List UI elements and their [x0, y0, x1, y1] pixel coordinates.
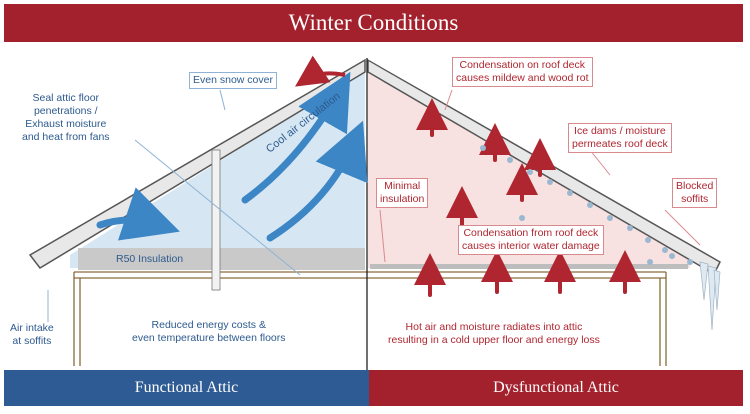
icicles [699, 261, 721, 331]
title-banner: Winter Conditions [4, 4, 743, 42]
cool-air-arrows [96, 71, 368, 242]
reduced-line-2: even temperature between floors [132, 332, 286, 344]
cond-int-line-2: causes interior water damage [462, 240, 600, 252]
functional-attic-label: Functional Attic [134, 379, 239, 396]
condensation-deck-label: Condensation on roof deck causes mildew … [452, 57, 593, 87]
ridge-exhaust-arrow [295, 55, 346, 87]
minimal-line-1: Minimal [384, 180, 421, 192]
seal-line-1: Seal attic floor [32, 92, 100, 104]
minimal-insulation [370, 264, 688, 269]
minimal-insulation-label: Minimal insulation [376, 178, 429, 208]
hot-line-1: Hot air and moisture radiates into attic [405, 321, 583, 333]
reduced-line-1: Reduced energy costs & [151, 319, 266, 331]
seal-line-3: Exhaust moisture [25, 118, 107, 130]
exhaust-pipe [211, 149, 221, 291]
hot-air-arrows [414, 98, 641, 297]
seal-attic-label: Seal attic floor penetrations / Exhaust … [22, 92, 110, 144]
dysfunctional-attic-label: Dysfunctional Attic [493, 379, 619, 396]
minimal-line-2: insulation [380, 193, 425, 205]
snow-cover [29, 54, 721, 260]
dysfunctional-attic-footer: Dysfunctional Attic [369, 370, 743, 406]
condensation-interior-label: Condensation from roof deck causes inter… [458, 225, 604, 255]
blocked-line-2: soffits [681, 193, 709, 205]
cond-int-line-1: Condensation from roof deck [463, 227, 599, 239]
seal-line-4: and heat from fans [22, 131, 110, 143]
page-title: Winter Conditions [288, 10, 459, 35]
red-leader-lines [379, 89, 701, 263]
blocked-soffits-label: Blocked soffits [672, 178, 718, 208]
reduced-costs-label: Reduced energy costs & even temperature … [132, 319, 286, 345]
ice-dams-label: Ice dams / moisture permeates roof deck [568, 123, 672, 153]
hot-air-label: Hot air and moisture radiates into attic… [388, 321, 600, 347]
cond-deck-line-1: Condensation on roof deck [459, 59, 585, 71]
seal-line-2: penetrations / [33, 105, 98, 117]
blocked-line-1: Blocked [676, 180, 714, 192]
functional-roof [28, 58, 366, 269]
ice-line-2: permeates roof deck [572, 138, 668, 150]
r50-insulation [78, 248, 365, 270]
air-intake-label: Air intake at soffits [10, 322, 54, 348]
r50-label: R50 Insulation [116, 253, 184, 265]
intake-line-1: Air intake [10, 322, 54, 334]
snow-label: Even snow cover [189, 72, 277, 89]
functional-attic-footer: Functional Attic [4, 370, 369, 406]
intake-line-2: at soffits [12, 335, 52, 347]
ice-line-1: Ice dams / moisture [574, 125, 666, 137]
cond-deck-line-2: causes mildew and wood rot [456, 72, 589, 84]
water-droplets [480, 145, 693, 265]
leader-lines [47, 89, 301, 322]
hot-line-2: resulting in a cold upper floor and ener… [388, 334, 600, 346]
